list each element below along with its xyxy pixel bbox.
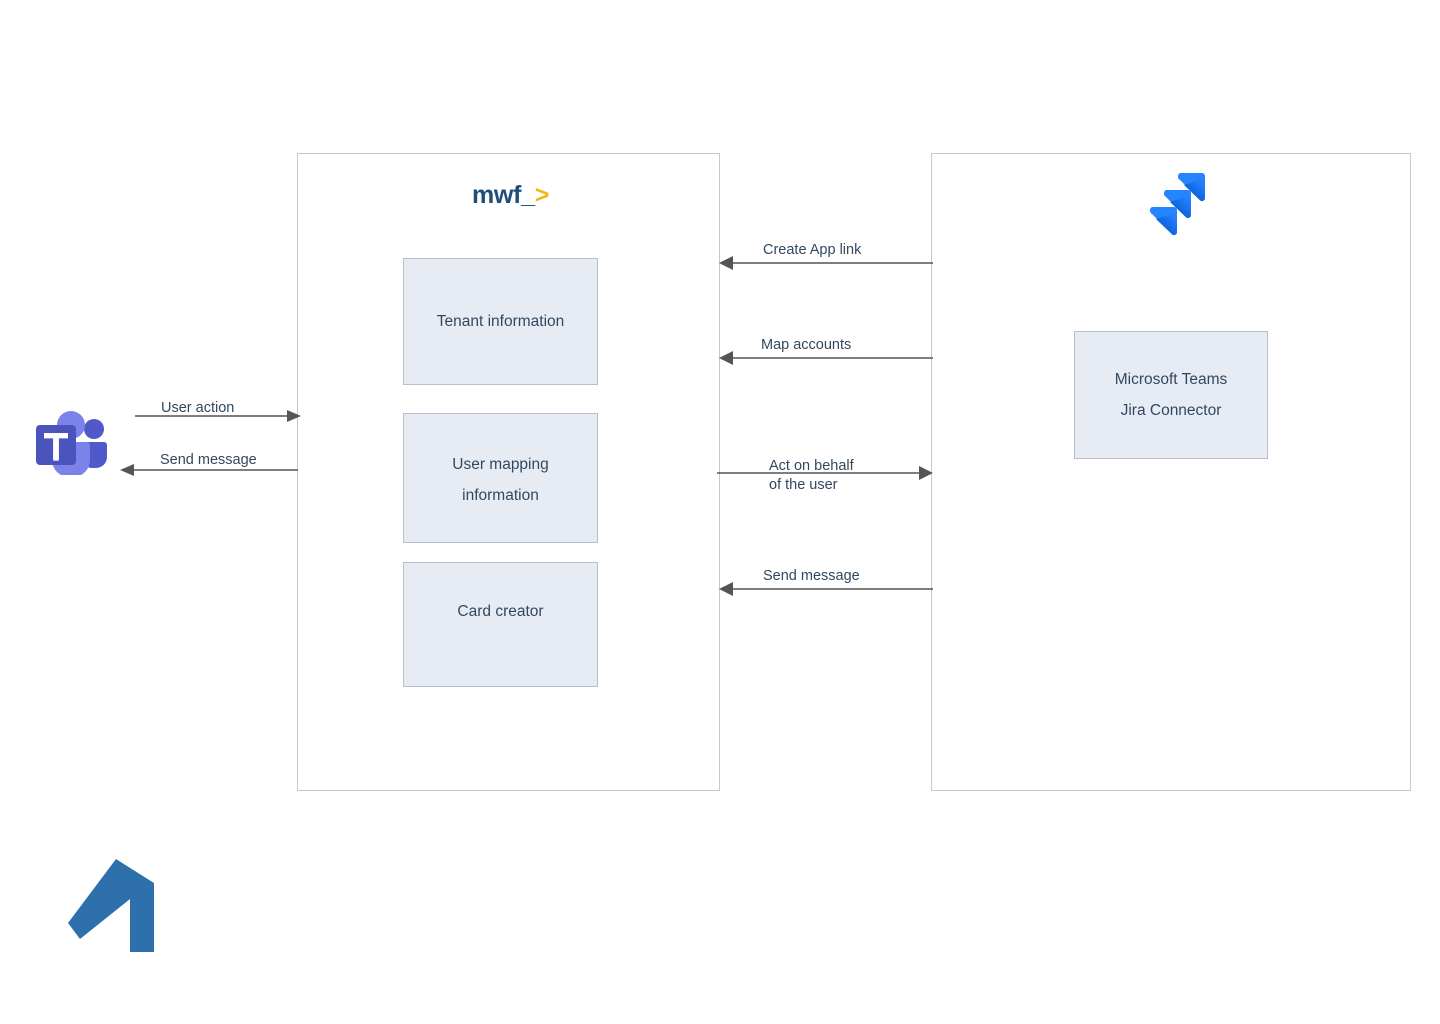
box-user-mapping-information[interactable]: User mapping information: [403, 413, 598, 543]
box-connector-label-line1: Microsoft Teams: [1114, 371, 1228, 388]
arrow-send-message-to-mwf-label: Send message: [763, 568, 860, 584]
mwf-logo: mwf_>: [472, 181, 549, 210]
box-connector-label-line2: Jira Connector: [1120, 402, 1222, 419]
box-card-creator[interactable]: Card creator: [403, 562, 598, 687]
arrow-create-app-link: [719, 256, 933, 270]
box-tenant-information-label: Tenant information: [436, 313, 565, 330]
arrow-map-accounts-label: Map accounts: [761, 337, 852, 353]
arrow-send-message-to-mwf: [719, 582, 933, 596]
jira-container: [931, 153, 1411, 791]
arrow-user-action-label: User action: [161, 400, 235, 416]
jira-logo-icon: [1136, 168, 1208, 240]
mwf-logo-chevron-icon: >: [534, 181, 550, 209]
box-microsoft-teams-jira-connector[interactable]: Microsoft Teams Jira Connector: [1074, 331, 1268, 459]
arrow-act-on-behalf-label-line2: of the user: [769, 477, 838, 493]
arrow-act-on-behalf-label-line1: Act on behalf: [769, 458, 854, 474]
box-tenant-information[interactable]: Tenant information: [403, 258, 598, 385]
arrow-create-app-link-label: Create App link: [763, 242, 862, 258]
arrow-act-on-behalf: [717, 466, 933, 480]
arrow-user-action: [135, 410, 301, 422]
box-user-mapping-information-label-line2: information: [462, 487, 539, 504]
arrow-send-message-to-teams-label: Send message: [160, 452, 257, 468]
mwf-logo-text: mwf_: [472, 181, 535, 209]
microsoft-teams-icon: [30, 403, 114, 477]
arrow-send-message-to-teams: [120, 464, 298, 476]
arrow-map-accounts: [719, 351, 933, 365]
box-user-mapping-information-label-line1: User mapping: [452, 456, 549, 473]
box-card-creator-label: Card creator: [457, 603, 544, 620]
company-logo-icon: [62, 855, 162, 957]
